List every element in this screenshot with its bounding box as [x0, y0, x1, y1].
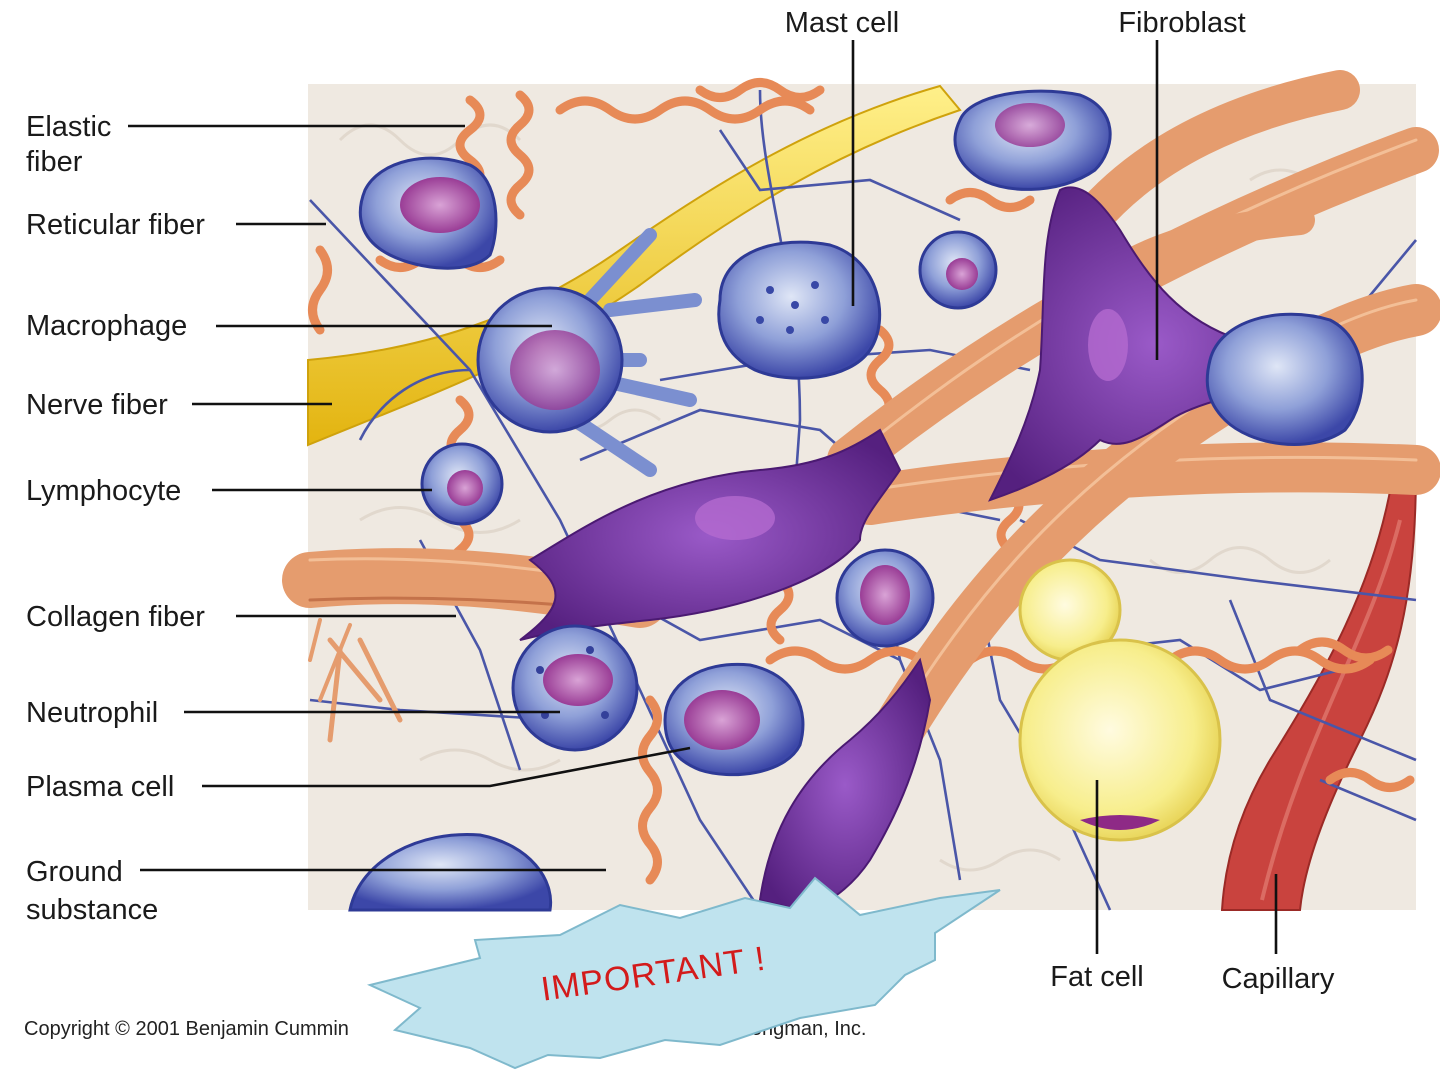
label-fat-cell: Fat cell: [1050, 961, 1143, 993]
label-mast-cell: Mast cell: [785, 7, 899, 39]
label-fibroblast: Fibroblast: [1118, 7, 1245, 39]
label-reticular-fiber: Reticular fiber: [26, 209, 205, 241]
label-plasma-cell: Plasma cell: [26, 771, 174, 803]
label-neutrophil: Neutrophil: [26, 697, 158, 729]
leader-lines: [128, 40, 1278, 954]
label-nerve-fiber: Nerve fiber: [26, 389, 168, 421]
label-macrophage: Macrophage: [26, 310, 187, 342]
label-elastic-fiber-line2: fiber: [26, 146, 83, 178]
label-collagen-fiber: Collagen fiber: [26, 601, 205, 633]
label-capillary: Capillary: [1222, 963, 1335, 995]
label-elastic-fiber-line1: Elastic: [26, 111, 111, 143]
fat-cells: [1018, 558, 1222, 842]
label-ground-substance: Ground substance: [26, 856, 158, 926]
stamp-burst: [366, 876, 1001, 1070]
mast-cell-shape: [717, 240, 882, 380]
important-stamp: IMPORTANT !: [366, 876, 1001, 1070]
fibroblasts: [519, 186, 1322, 912]
label-ground-substance-line2: substance: [26, 894, 158, 926]
label-lymphocyte: Lymphocyte: [26, 475, 181, 507]
label-ground-substance-line1: Ground: [26, 856, 123, 888]
macrophage-shape: [476, 228, 702, 477]
copyright-left: Copyright © 2001 Benjamin Cummin: [24, 1018, 349, 1040]
tissue-illustration: [282, 70, 1440, 912]
capillary-vessel: [1220, 458, 1418, 911]
label-elastic-fiber: Elastic fiber: [26, 111, 119, 178]
cells: [348, 89, 1364, 912]
